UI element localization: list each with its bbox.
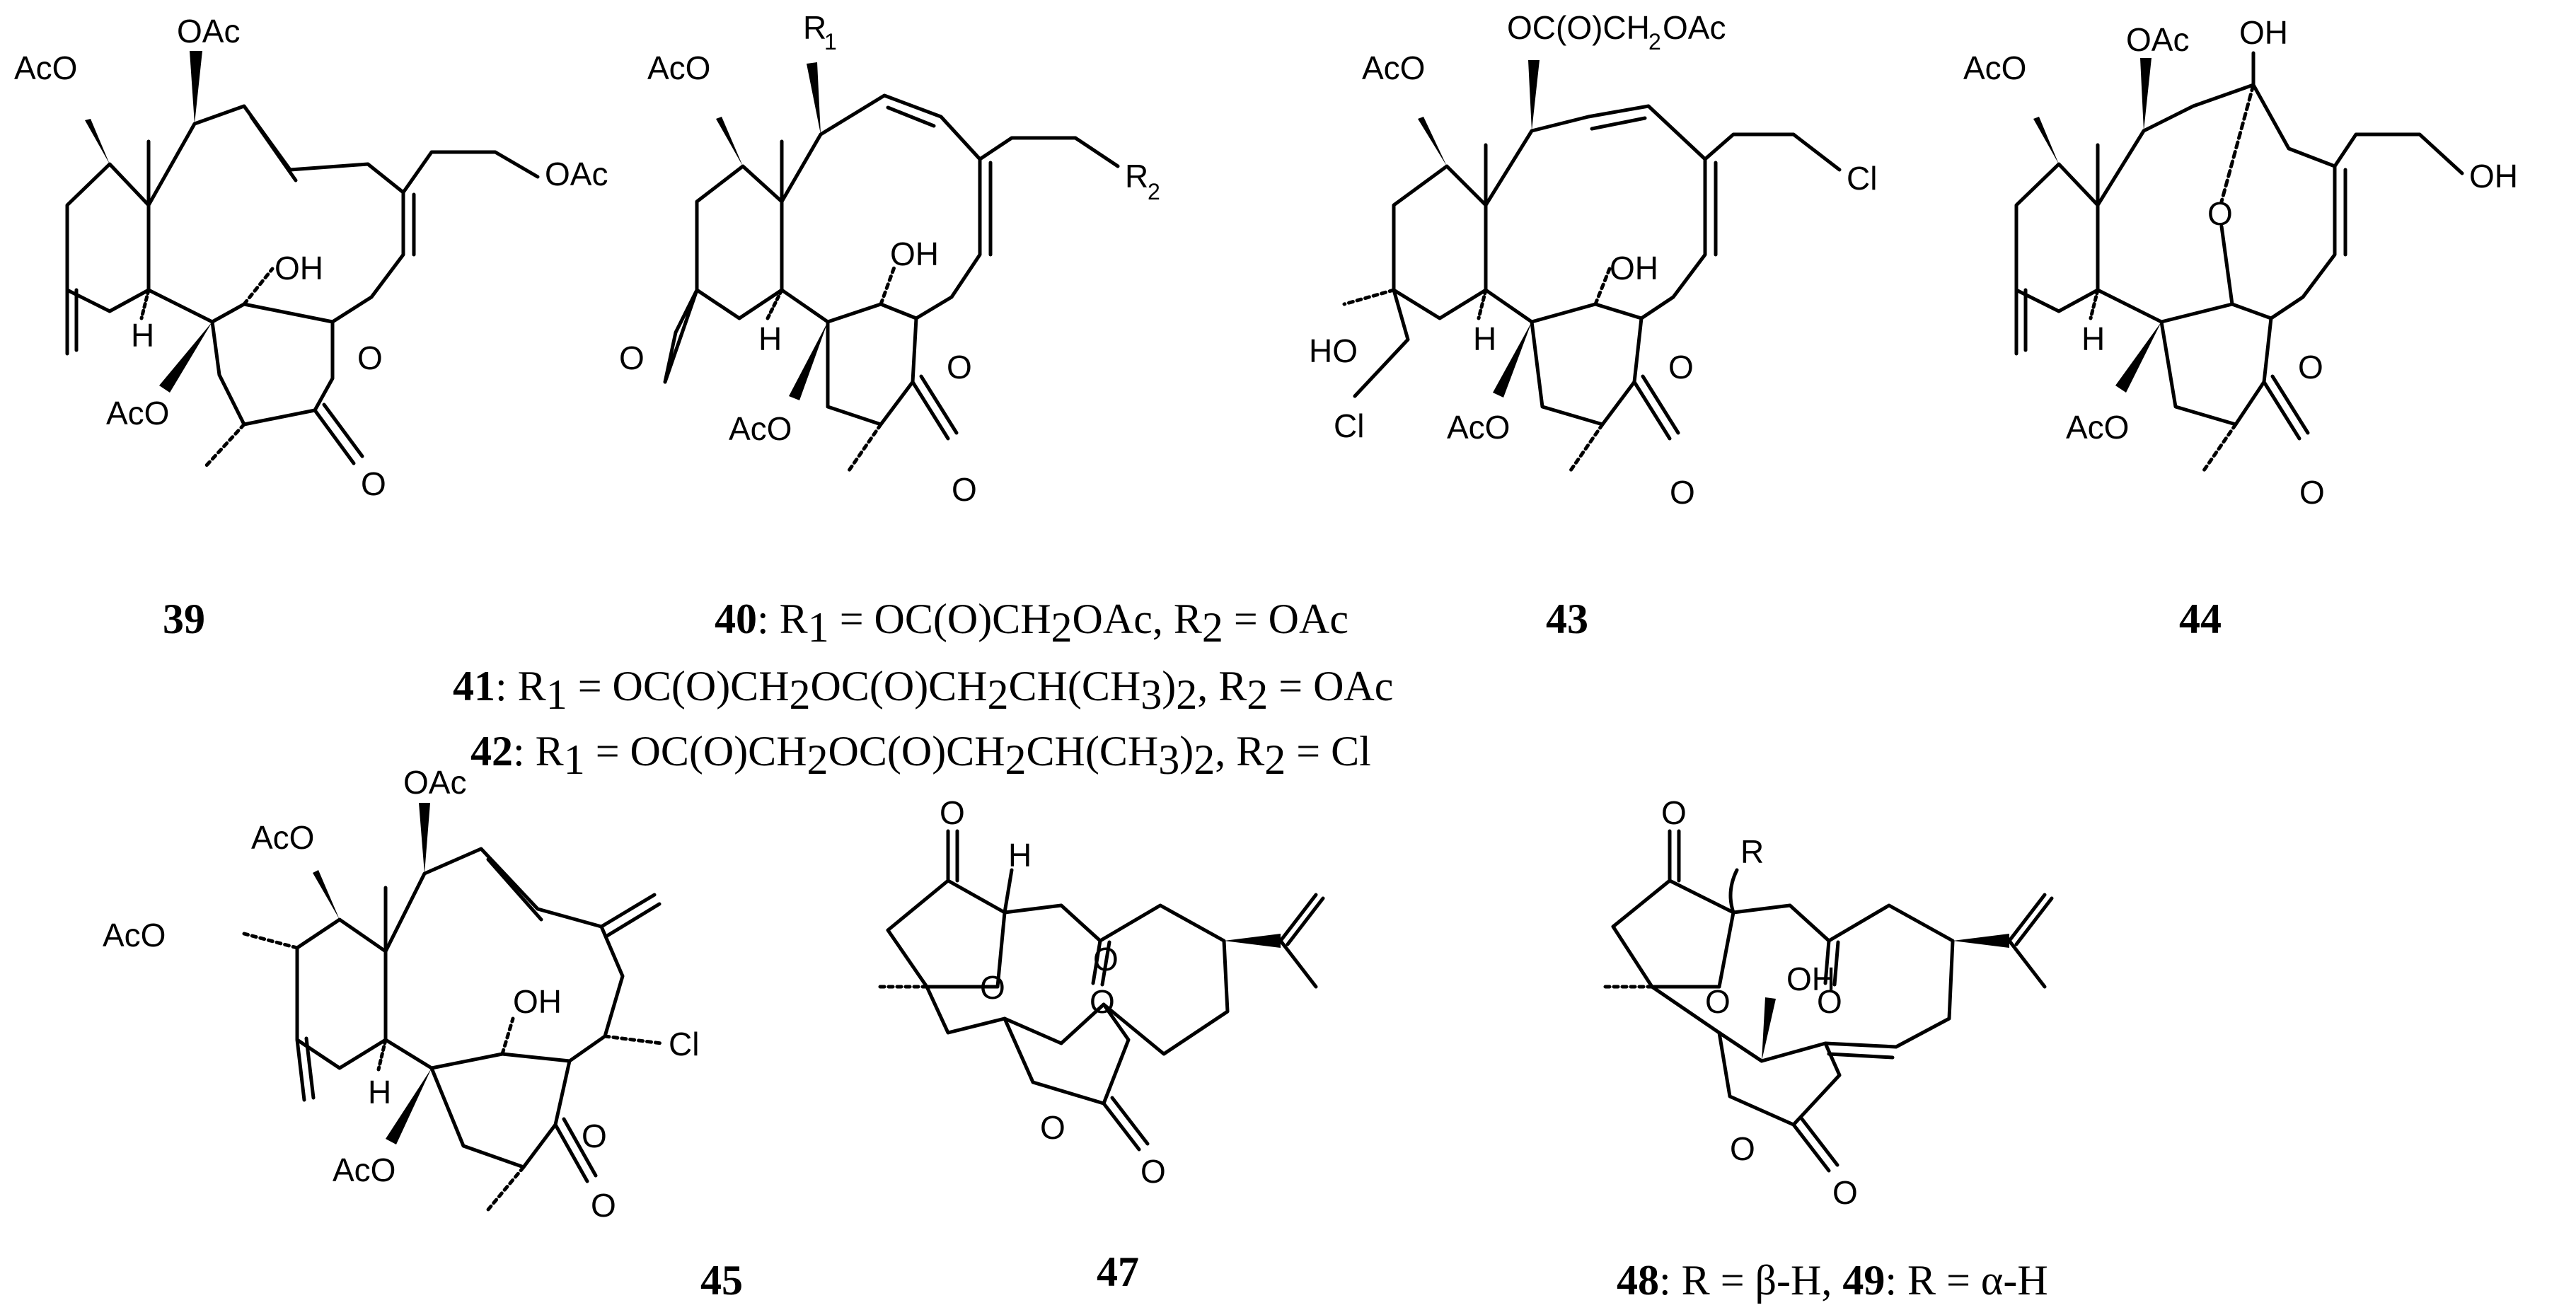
structure-40: AcO R1 R2 OH H AcO O O O: [619, 9, 1160, 508]
atom-label: O: [1730, 1130, 1755, 1167]
r2-label: R2: [1125, 158, 1160, 204]
compound-number: 45: [700, 1257, 743, 1304]
atom-label: AcO: [1963, 50, 2026, 86]
atom-label: OH: [275, 250, 323, 286]
atom-label: AcO: [333, 1152, 395, 1188]
atom-label: OH: [1610, 250, 1658, 286]
atom-label: O: [357, 340, 383, 376]
structure-48: O R O OH O O O: [1600, 794, 2054, 1211]
atom-label: O: [1670, 474, 1695, 511]
atom-label: O: [1668, 349, 1694, 386]
atom-label: AcO: [103, 917, 166, 953]
atom-label: H: [1473, 320, 1496, 357]
compound-number: 47: [1097, 1248, 1139, 1295]
atom-label: O: [1661, 794, 1687, 831]
atom-label: O: [1817, 983, 1842, 1020]
atom-label: AcO: [729, 410, 792, 447]
atom-label: AcO: [106, 395, 169, 431]
atom-label: O: [619, 340, 645, 376]
caption-42: 42: R1 = OC(O)CH2OC(O)CH2CH(CH3)2, R2 = …: [470, 728, 1371, 783]
atom-label: AcO: [1362, 50, 1425, 86]
svg-text:OC(O)CH: OC(O)CH: [1507, 9, 1650, 46]
atom-label: AcO: [2066, 409, 2129, 446]
atom-label: O: [940, 794, 965, 831]
atom-label: H: [1008, 837, 1032, 874]
atom-label: AcO: [14, 50, 77, 86]
svg-text:1: 1: [824, 29, 837, 54]
atom-label: OAc: [177, 13, 240, 50]
atom-label: Cl: [669, 1026, 699, 1062]
r1-label: R1: [803, 9, 837, 54]
atom-label: O: [952, 471, 977, 508]
structure-39: AcO OAc OAc OH H AcO O O: [14, 13, 608, 502]
atom-label: O: [947, 349, 972, 386]
svg-text:2: 2: [1648, 29, 1661, 54]
structure-47: O H O O O O O: [875, 794, 1325, 1190]
atom-label: Cl: [1847, 160, 1877, 197]
atom-label: O: [2207, 195, 2233, 232]
atom-label: OAc: [2126, 21, 2189, 58]
atom-label: OAc: [545, 156, 608, 192]
svg-text:OAc: OAc: [1663, 9, 1726, 46]
compound-number: 44: [2179, 596, 2222, 642]
svg-text:2: 2: [1148, 179, 1160, 204]
atom-label: H: [2081, 320, 2105, 357]
atom-label: O: [1090, 983, 1115, 1020]
atom-label: H: [368, 1074, 391, 1111]
atom-label: O: [2299, 474, 2325, 511]
atom-label: H: [758, 320, 782, 357]
svg-text:R: R: [1125, 158, 1148, 195]
compound-number: 39: [163, 596, 205, 642]
atom-label: OH: [2239, 14, 2288, 51]
atom-label: OH: [890, 236, 939, 272]
atom-label: O: [1832, 1174, 1858, 1211]
atom-label: H: [131, 317, 154, 354]
caption-48-49: 48: R = β-H, 49: R = α-H: [1617, 1257, 2048, 1304]
atom-label: AcO: [251, 819, 314, 856]
atom-label: O: [1140, 1153, 1166, 1190]
caption-40: 40: R1 = OC(O)CH2OAc, R2 = OAc: [715, 596, 1348, 651]
atom-label: O: [1705, 983, 1731, 1020]
atom-label: O: [2298, 349, 2323, 386]
atom-label: OH: [1786, 961, 1835, 997]
atom-label: O: [980, 969, 1005, 1006]
atom-label: OAc: [403, 764, 466, 801]
atom-label: O: [361, 465, 386, 502]
atom-label: OH: [2469, 158, 2518, 195]
atom-label: AcO: [647, 50, 710, 86]
caption-41: 41: R1 = OC(O)CH2OC(O)CH2CH(CH3)2, R2 = …: [453, 663, 1393, 718]
structure-45: AcO AcO OAc OH H Cl AcO O O: [103, 764, 699, 1224]
atom-label: Cl: [1334, 407, 1364, 444]
atom-label: OH: [513, 983, 562, 1020]
atom-label: O: [1040, 1109, 1065, 1146]
structure-44: AcO OAc OH OH O H AcO O O: [1963, 14, 2518, 511]
atom-label: HO: [1309, 332, 1358, 369]
atom-label: O: [1093, 941, 1119, 978]
svg-text:R: R: [803, 9, 826, 46]
atom-label: R: [1740, 833, 1764, 870]
compound-number: 43: [1546, 596, 1588, 642]
atom-label: O: [582, 1118, 607, 1154]
atom-label: O: [591, 1187, 616, 1224]
atom-label: AcO: [1447, 409, 1510, 446]
